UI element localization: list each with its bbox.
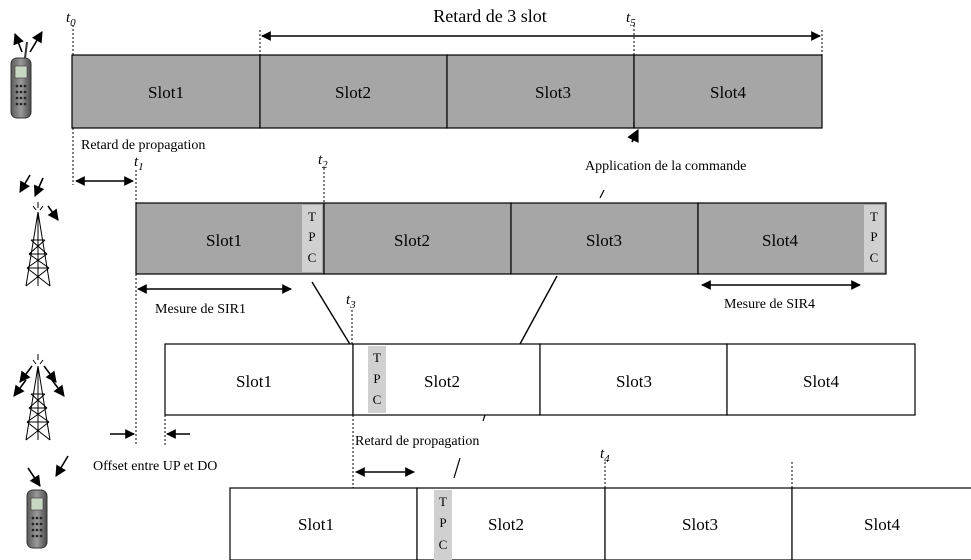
row3-slots: Slot1 Slot2 Slot3 Slot4 T P C: [164, 343, 916, 416]
connector-slash-1: [599, 189, 605, 199]
mesure-sir1-label: Mesure de SIR1: [155, 302, 246, 317]
row2-slot1: [135, 202, 325, 275]
t1-label: t1: [134, 154, 144, 173]
row2-tpc4-box: [864, 205, 884, 272]
row2-slot3: [510, 202, 699, 275]
row4-tpc-p: P: [439, 515, 446, 530]
row2-slot2: [323, 202, 512, 275]
row3-tpc-box: [368, 346, 386, 413]
row4-slot4: [791, 487, 971, 560]
diagram-title: Retard de 3 slot: [433, 6, 546, 26]
row3-slot1: [164, 343, 354, 416]
downlink-arrows-icon: [19, 174, 59, 221]
row3-tpc-p: P: [373, 371, 380, 386]
retard-propagation-2-label: Retard de propagation: [355, 434, 479, 449]
retard-propagation-1-label: Retard de propagation: [81, 138, 205, 153]
row1-slot2-label: Slot2: [335, 83, 371, 102]
row1-slot4-label: Slot4: [710, 83, 746, 102]
row4-slot1: [229, 487, 418, 560]
row2-tpc1-c: C: [308, 250, 317, 265]
row4-tpc-c: C: [439, 537, 448, 552]
row1-slot3: [446, 54, 635, 129]
row3-tpc-t: T: [373, 350, 381, 365]
row2-tpc1-t: T: [308, 209, 316, 224]
row4-slot3-label: Slot3: [682, 515, 718, 534]
t4-label: t4: [600, 446, 610, 465]
row2-tpc1-box: [302, 205, 322, 272]
row3-slot2-label: Slot2: [424, 372, 460, 391]
application-arrow: [627, 128, 639, 143]
t5-label: t5: [626, 10, 636, 29]
row2-tpc4-t: T: [870, 209, 878, 224]
retard-3-slot-arrow: [259, 30, 823, 55]
row4-slot4-label: Slot4: [864, 515, 900, 534]
row3-slot3-label: Slot3: [616, 372, 652, 391]
row4-tpc-box: [434, 490, 452, 560]
row3-slot3: [539, 343, 728, 416]
row1-slot1-label: Slot1: [148, 83, 184, 102]
row2-tpc1-p: P: [308, 229, 315, 244]
row2-slot4: [697, 202, 887, 275]
row2-tpc4-c: C: [870, 250, 879, 265]
connector-slash-3: [453, 457, 461, 479]
row2-slot4-label: Slot4: [762, 231, 798, 250]
t0-label: t0: [66, 10, 76, 29]
application-commande-label: Application de la commande: [585, 159, 746, 174]
row4-slots: Slot1 Slot2 Slot3 Slot4 T P C: [229, 487, 971, 560]
connector-slash-2: [482, 414, 486, 422]
row2-tpc4-p: P: [870, 229, 877, 244]
row1-slot4: [633, 54, 823, 129]
mesure-sir4-label: Mesure de SIR4: [724, 297, 815, 312]
row2-slots: Slot1 Slot2 Slot3 Slot4 T P C T P C: [135, 202, 887, 275]
base-station-tower-icon-2: [25, 354, 51, 441]
transmit-arrows-icon: [13, 365, 65, 397]
t3-label: t3: [346, 292, 356, 311]
row4-tpc-t: T: [439, 494, 447, 509]
row3-slot1-label: Slot1: [236, 372, 272, 391]
row1-slots: Slot1 Slot2 Slot3 Slot4: [71, 54, 823, 129]
row3-tpc-c: C: [373, 392, 382, 407]
t2-label: t2: [318, 152, 328, 171]
receive-arrows-icon: [27, 455, 69, 487]
row3-slot4-label: Slot4: [803, 372, 839, 391]
row2-slot3-label: Slot3: [586, 231, 622, 250]
mobile-phone-icon: [10, 41, 32, 119]
row4-slot2-label: Slot2: [488, 515, 524, 534]
base-station-tower-icon: [25, 202, 51, 287]
offset-label: Offset entre UP et DO: [93, 459, 217, 474]
row2-slot1-label: Slot1: [206, 231, 242, 250]
row1-slot3-label: Slot3: [535, 83, 571, 102]
uplink-arrows-icon: [13, 31, 43, 53]
connector-line-slot3: [519, 275, 558, 345]
row2-slot2-label: Slot2: [394, 231, 430, 250]
mobile-phone-icon-2: [26, 489, 48, 549]
row3-slot4: [726, 343, 916, 416]
row4-slot1-label: Slot1: [298, 515, 334, 534]
